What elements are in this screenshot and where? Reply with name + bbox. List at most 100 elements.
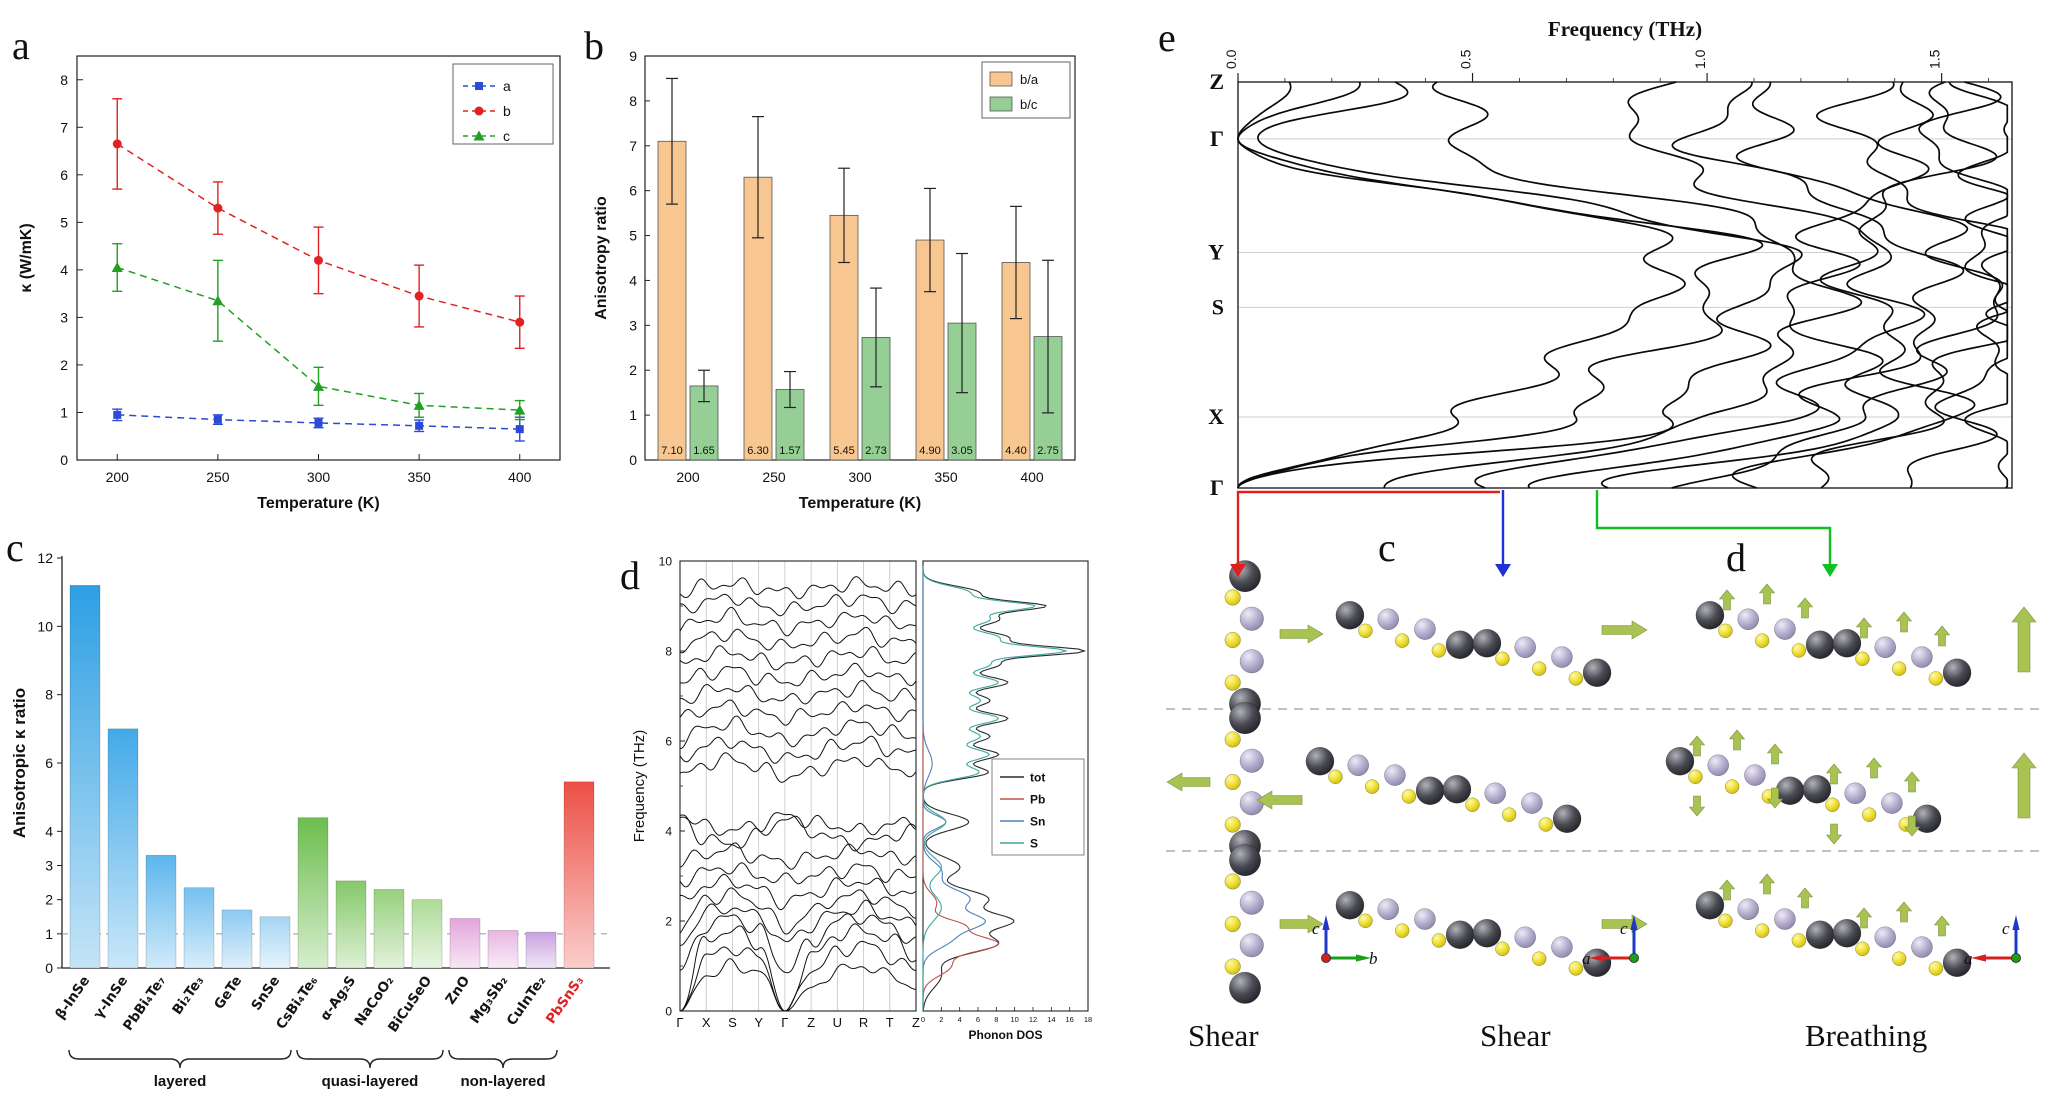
panel-a-series-b	[112, 98, 525, 350]
svg-text:350: 350	[934, 469, 958, 485]
atom-chain	[1305, 746, 1445, 806]
svg-text:5.45: 5.45	[833, 445, 854, 457]
svg-text:4.40: 4.40	[1005, 445, 1026, 457]
atom-chain	[1695, 890, 1835, 950]
svg-text:10: 10	[37, 618, 53, 634]
svg-text:4: 4	[958, 1015, 962, 1024]
svg-text:18: 18	[1084, 1015, 1092, 1024]
atom-chain	[1832, 918, 1972, 978]
atom-chain	[1802, 774, 1942, 834]
bands	[1237, 81, 2009, 489]
svg-text:0.0: 0.0	[1223, 49, 1239, 69]
svg-text:10: 10	[659, 555, 673, 569]
svg-text:8: 8	[60, 72, 68, 88]
panel-label-c: c	[6, 525, 24, 570]
mode-caption-breathing: Breathing	[1805, 1018, 1928, 1053]
svg-text:Γ: Γ	[1210, 475, 1224, 500]
svg-text:X: X	[1208, 404, 1224, 429]
svg-text:0: 0	[45, 960, 53, 976]
svg-text:Sn: Sn	[1030, 815, 1045, 829]
svg-text:6: 6	[976, 1015, 980, 1024]
svg-text:R: R	[859, 1015, 868, 1030]
svg-text:8: 8	[629, 93, 637, 109]
atom-chain	[1472, 918, 1612, 978]
svg-text:a: a	[503, 78, 511, 94]
svg-text:S: S	[728, 1015, 737, 1030]
svg-text:400: 400	[1020, 469, 1044, 485]
svg-text:3: 3	[629, 317, 637, 333]
svg-text:5: 5	[629, 228, 637, 244]
svg-text:Frequency (THz): Frequency (THz)	[1548, 17, 1702, 41]
svg-text:4: 4	[45, 823, 53, 839]
svg-text:1.5: 1.5	[1927, 49, 1943, 69]
svg-text:Frequency (THz): Frequency (THz)	[631, 730, 648, 843]
svg-text:c: c	[2002, 919, 2010, 938]
svg-text:Z: Z	[807, 1015, 815, 1030]
svg-text:a: a	[1582, 949, 1591, 968]
svg-text:2: 2	[60, 357, 68, 373]
svg-text:16: 16	[1065, 1015, 1073, 1024]
atom-chain	[1335, 600, 1475, 660]
svg-text:1.65: 1.65	[693, 445, 714, 457]
svg-text:ZnO: ZnO	[442, 973, 473, 1007]
svg-text:2: 2	[665, 915, 672, 929]
panel-a-series-a	[112, 408, 525, 442]
phonon-bands	[679, 576, 917, 1012]
svg-text:0.5: 0.5	[1458, 49, 1474, 69]
svg-text:1.0: 1.0	[1692, 49, 1708, 69]
atom-chain	[1442, 774, 1582, 834]
svg-text:GeTe: GeTe	[211, 973, 245, 1012]
panel-label-e: e	[1158, 15, 1176, 60]
panel-label-d: d	[620, 553, 640, 598]
svg-text:7: 7	[60, 119, 68, 135]
svg-text:6: 6	[45, 755, 53, 771]
svg-text:8: 8	[665, 645, 672, 659]
svg-text:SnSe: SnSe	[248, 973, 283, 1013]
svg-text:Y: Y	[1208, 240, 1224, 265]
svg-text:T: T	[886, 1015, 894, 1030]
svg-text:layered: layered	[154, 1073, 207, 1090]
svg-text:quasi-layered: quasi-layered	[322, 1073, 419, 1090]
atom-chain	[1335, 890, 1475, 950]
panel-a-series-c	[111, 243, 526, 421]
svg-text:PbSnS₃: PbSnS₃	[543, 973, 587, 1027]
svg-text:β-InSe: β-InSe	[52, 973, 93, 1022]
svg-text:12: 12	[37, 550, 53, 566]
svg-text:0: 0	[921, 1015, 925, 1024]
svg-text:2: 2	[939, 1015, 943, 1024]
svg-text:8: 8	[45, 687, 53, 703]
svg-text:Anisotropy ratio: Anisotropy ratio	[593, 196, 610, 320]
svg-text:S: S	[1030, 837, 1038, 851]
atom-chain	[1832, 628, 1972, 688]
atom-chain	[1224, 560, 1264, 720]
svg-text:3: 3	[45, 858, 53, 874]
svg-text:0: 0	[665, 1005, 672, 1019]
svg-text:b: b	[1369, 949, 1378, 968]
svg-text:3: 3	[60, 309, 68, 325]
svg-text:200: 200	[676, 469, 700, 485]
svg-text:b/a: b/a	[1020, 72, 1039, 87]
svg-text:1: 1	[45, 926, 53, 942]
svg-text:tot: tot	[1030, 771, 1045, 785]
svg-text:300: 300	[307, 469, 331, 485]
svg-text:Z: Z	[1209, 69, 1224, 94]
atom-chain	[1472, 628, 1612, 688]
svg-text:4: 4	[665, 825, 672, 839]
svg-text:b: b	[503, 103, 511, 119]
panel-a-legend: abc	[452, 63, 554, 145]
svg-text:7: 7	[629, 138, 637, 154]
svg-text:X: X	[702, 1015, 711, 1030]
svg-text:5: 5	[60, 214, 68, 230]
mode-caption-shear-1: Shear	[1188, 1018, 1259, 1053]
